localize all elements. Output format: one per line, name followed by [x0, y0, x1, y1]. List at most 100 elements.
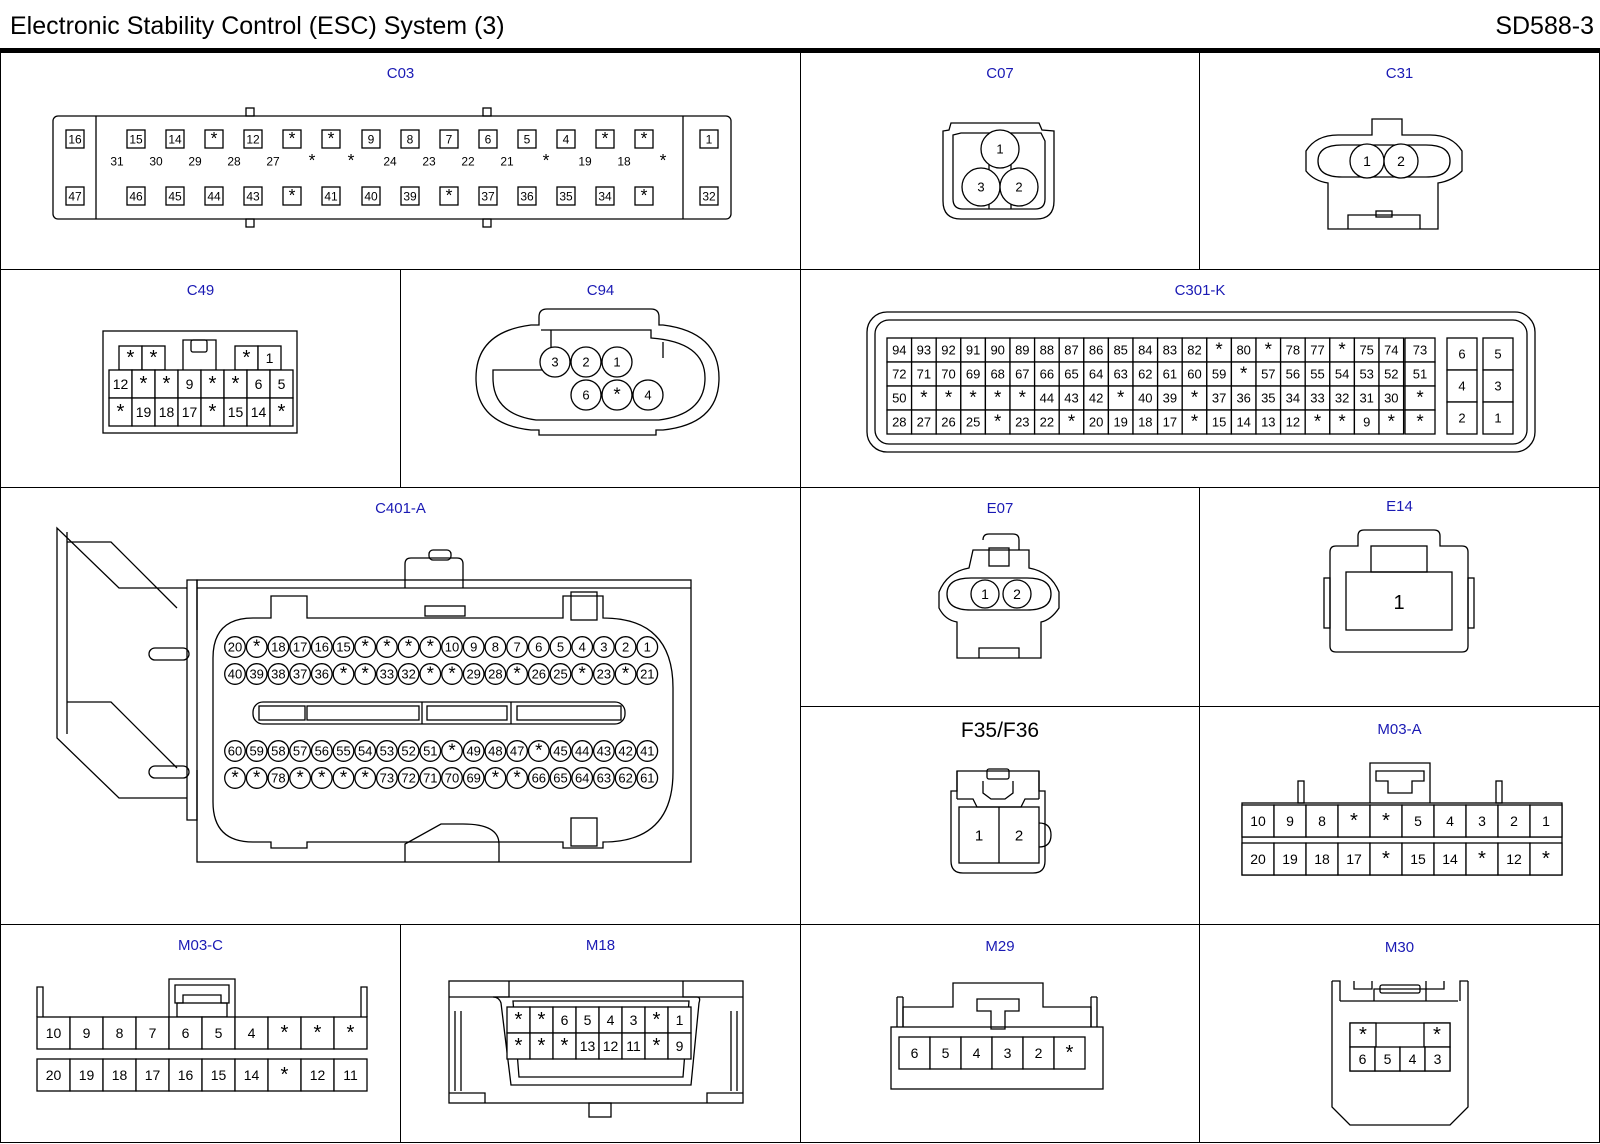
pin-cavity: [1132, 385, 1159, 411]
blank-pin-marker: *: [1350, 810, 1358, 832]
blank-pin-marker: *: [347, 1022, 355, 1044]
pin-number: 23: [1015, 415, 1029, 430]
blank-pin-marker: *: [289, 128, 296, 148]
pin-number: 78: [1286, 343, 1300, 358]
pin-number: 32: [401, 667, 415, 682]
pin-cavity: [506, 663, 529, 685]
pin-number: 32: [702, 189, 716, 203]
pin-number: 16: [68, 132, 82, 146]
blank-pin-marker: *: [660, 150, 667, 170]
pin-cavity: [549, 740, 572, 762]
pin-cavity: [1497, 842, 1531, 876]
connector-e14: 1: [1323, 529, 1475, 653]
pin-number: 40: [1138, 391, 1152, 406]
pin-cavity: [898, 1036, 931, 1070]
blank-pin-marker: *: [579, 662, 587, 683]
pin-number: 37: [293, 667, 307, 682]
pin-number: 5: [942, 1045, 950, 1061]
pin-number: 84: [1138, 343, 1152, 358]
blank-pin-marker: *: [543, 150, 550, 170]
pin-number: 14: [251, 404, 267, 420]
pin-number: 53: [1359, 367, 1373, 382]
pin-number: 6: [485, 132, 492, 146]
pin-number: 2: [1015, 827, 1023, 844]
connector-outline: [492, 329, 706, 421]
connector-outline: [942, 122, 1055, 220]
pin-cavity: [636, 740, 659, 762]
connector-outline: [424, 605, 466, 617]
pin-number: 8: [407, 132, 414, 146]
pin-cavity: [1058, 409, 1085, 435]
pin-number: 35: [559, 189, 573, 203]
pin-number: 71: [917, 367, 931, 382]
connector-label-m30: M30: [1384, 939, 1415, 956]
pin-cavity: [632, 379, 664, 411]
pin-number: 2: [1397, 153, 1405, 169]
pin-number: 3: [551, 355, 558, 370]
connector-outline: [874, 319, 1528, 445]
pin-number: 2: [582, 355, 589, 370]
pin-number: 31: [110, 154, 124, 168]
pin-number: 60: [1187, 367, 1201, 382]
pin-cavity: [234, 1016, 269, 1050]
blank-pin-marker: *: [1338, 410, 1346, 431]
pin-cavity: [1033, 409, 1060, 435]
pin-number: 44: [575, 744, 589, 759]
pin-number: 89: [1015, 343, 1029, 358]
pin-number: 59: [249, 744, 263, 759]
pin-cavity: [570, 346, 602, 378]
pin-number: 59: [1212, 367, 1226, 382]
pin-cavity: [636, 663, 659, 685]
pin-number: 72: [401, 771, 415, 786]
pin-number: 87: [1064, 343, 1078, 358]
pin-cavity: [397, 740, 420, 762]
pin-cavity: [484, 740, 507, 762]
pin-number: 12: [310, 1067, 326, 1083]
connector-label-c49: C49: [186, 282, 215, 299]
pin-cavity: [462, 740, 485, 762]
blank-pin-marker: *: [253, 635, 261, 656]
pin-number: 9: [676, 1038, 684, 1054]
pin-cavity: [36, 1016, 71, 1050]
pin-number: 51: [1413, 367, 1427, 382]
pin-number: 18: [112, 1067, 128, 1083]
blank-pin-marker: *: [243, 347, 251, 369]
pin-cavity: [1273, 842, 1307, 876]
pin-number: 9: [1286, 813, 1294, 829]
pin-cavity: [419, 767, 442, 789]
connector-outline: [1353, 981, 1445, 990]
pin-cavity: [1446, 369, 1478, 403]
pin-number: 33: [1310, 391, 1324, 406]
pin-cavity: [1230, 337, 1257, 363]
connector-label-f35: F35/F36: [960, 719, 1040, 742]
connector-label-e07: E07: [986, 500, 1014, 517]
pin-number: 13: [580, 1038, 596, 1054]
pin-number: 13: [1261, 415, 1275, 430]
pin-cavity: [614, 767, 637, 789]
connector-outline: [190, 339, 208, 353]
pin-number: 6: [182, 1025, 190, 1041]
connector-outline: [978, 647, 1020, 658]
pin-number: 6: [255, 376, 263, 392]
pin-number: 45: [553, 744, 567, 759]
blank-pin-marker: *: [515, 1009, 523, 1031]
blank-pin-marker: *: [613, 383, 621, 404]
pin-cavity: [1401, 804, 1435, 838]
pin-number: 72: [892, 367, 906, 382]
pin-number: 17: [1346, 851, 1362, 867]
pin-number: 47: [68, 189, 82, 203]
pin-number: 19: [578, 154, 592, 168]
pin-number: 1: [1494, 411, 1501, 426]
pin-cavity: [1156, 409, 1183, 435]
pin-number: 17: [145, 1067, 161, 1083]
pin-number: 36: [1236, 391, 1250, 406]
blank-pin-marker: *: [1068, 410, 1076, 431]
